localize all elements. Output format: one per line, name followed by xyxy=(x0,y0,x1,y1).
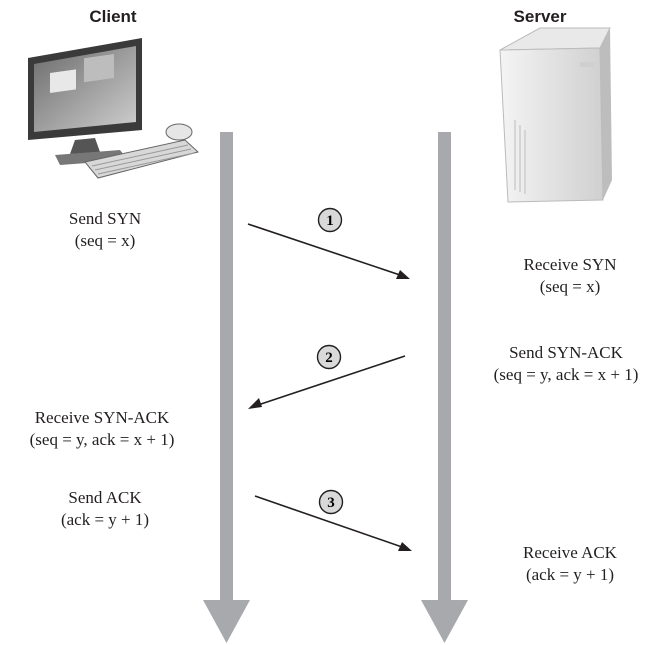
label-line: Send ACK xyxy=(68,488,142,507)
client-send-ack-label: Send ACK (ack = y + 1) xyxy=(25,487,185,531)
desktop-computer-icon xyxy=(28,38,200,179)
client-timeline xyxy=(203,132,250,643)
label-line: Receive SYN-ACK xyxy=(34,408,170,427)
step-3-number: 3 xyxy=(327,495,335,511)
step-1-marker: 1 xyxy=(317,207,343,233)
label-line: (ack = y + 1) xyxy=(60,510,150,529)
server-tower-icon xyxy=(499,27,612,203)
label-line: (ack = y + 1) xyxy=(525,565,615,584)
step-1-arrow xyxy=(247,223,410,279)
label-line: (seq = y, ack = x + 1) xyxy=(29,430,175,449)
label-line: Receive SYN xyxy=(523,255,617,274)
server-receive-syn-label: Receive SYN (seq = x) xyxy=(485,254,655,298)
client-send-syn-label: Send SYN (seq = x) xyxy=(30,208,180,252)
client-receive-syn-ack-label: Receive SYN-ACK (seq = y, ack = x + 1) xyxy=(0,407,204,451)
server-send-syn-ack-label: Send SYN-ACK (seq = y, ack = x + 1) xyxy=(468,342,664,386)
step-2-arrow xyxy=(248,355,406,409)
label-line: (seq = x) xyxy=(74,231,136,250)
server-timeline xyxy=(421,132,468,643)
step-3-marker: 3 xyxy=(318,489,344,515)
step-2-number: 2 xyxy=(325,350,333,366)
step-1-number: 1 xyxy=(326,213,334,229)
label-line: Receive ACK xyxy=(523,543,617,562)
client-header: Client xyxy=(89,7,137,26)
step-3-arrow xyxy=(254,495,412,551)
server-receive-ack-label: Receive ACK (ack = y + 1) xyxy=(490,542,650,586)
server-header: Server xyxy=(513,7,567,26)
label-line: Send SYN-ACK xyxy=(509,343,623,362)
label-line: (seq = y, ack = x + 1) xyxy=(493,365,639,384)
label-line: Send SYN xyxy=(68,209,142,228)
label-line: (seq = x) xyxy=(539,277,601,296)
step-2-marker: 2 xyxy=(316,344,342,370)
